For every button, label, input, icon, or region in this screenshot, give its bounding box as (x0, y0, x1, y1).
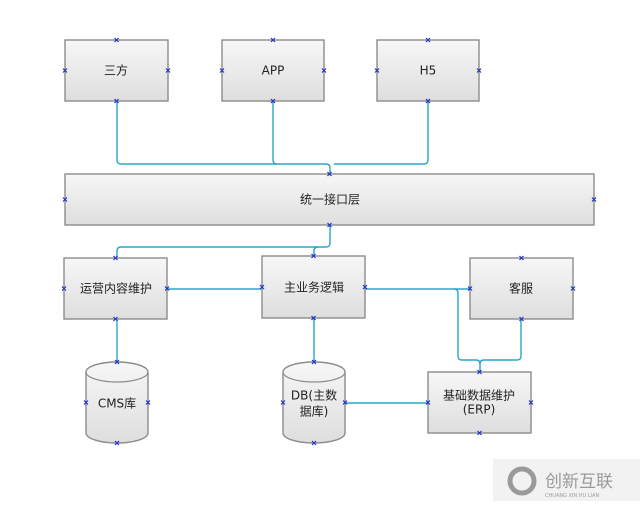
edge-app-gateway (272, 101, 278, 165)
node-erp[interactable]: 基础数据维护(ERP) (427, 371, 532, 434)
connection-point (311, 359, 317, 365)
connection-point (62, 68, 68, 73)
connection-point (311, 253, 316, 259)
connection-point (219, 68, 225, 73)
watermark-subtext: CHUANG XIN HU LIAN (545, 493, 599, 499)
node-ops-content[interactable]: 运营内容维护 (63, 257, 168, 320)
connection-point (164, 286, 170, 291)
connection-point (342, 400, 348, 405)
watermark: 创新互联 CHUANG XIN HU LIAN (493, 459, 640, 501)
connection-point (83, 400, 89, 405)
connection-point (61, 286, 67, 291)
node-main-logic[interactable]: 主业务逻辑 (261, 255, 366, 319)
watermark-text: 创新互联 (545, 472, 613, 492)
connection-point (259, 284, 265, 290)
node-cms-db[interactable]: CMS库 (85, 361, 149, 444)
connection-point (145, 400, 151, 405)
node-label: 统一接口层 (300, 192, 360, 207)
connection-point (113, 316, 118, 322)
node-label: 主业务逻辑 (284, 280, 344, 295)
connection-point (311, 315, 316, 321)
connection-point (477, 369, 482, 375)
node-label: H5 (420, 64, 437, 78)
node-customer-service[interactable]: 客服 (469, 257, 574, 320)
connection-point (362, 284, 368, 290)
edge-third-party-gateway (116, 101, 331, 174)
connection-point (113, 255, 118, 261)
node-third-party[interactable]: 三方 (64, 39, 169, 102)
connection-point (114, 440, 120, 446)
connection-point (570, 286, 576, 291)
node-label: 据库) (300, 404, 329, 419)
node-label: 三方 (104, 63, 128, 78)
connection-point (114, 37, 119, 43)
edge-cs-erp (479, 319, 522, 365)
connection-point (425, 98, 431, 104)
node-h5[interactable]: H5 (376, 39, 480, 102)
node-label: DB(主数 (291, 388, 337, 403)
connection-point (114, 359, 120, 365)
node-label: 运营内容维护 (80, 281, 152, 296)
edge-h5-gateway (334, 101, 429, 165)
edge-gateway-ops (116, 225, 331, 258)
node-app[interactable]: APP (221, 39, 325, 102)
connection-point (476, 68, 482, 73)
connection-point (425, 37, 431, 43)
node-label: (ERP) (463, 403, 496, 417)
connection-point (280, 400, 286, 405)
connection-points (61, 37, 597, 446)
connection-point (327, 222, 332, 228)
connection-point (270, 37, 276, 43)
node-label: CMS库 (98, 396, 136, 411)
connection-point (321, 68, 327, 73)
connection-point (374, 68, 380, 73)
node-label: APP (262, 64, 285, 78)
node-label: 基础数据维护 (443, 388, 515, 403)
connection-point (425, 400, 431, 405)
connection-point (165, 68, 171, 73)
node-gateway[interactable]: 统一接口层 (64, 173, 595, 226)
node-label: 客服 (509, 281, 533, 296)
logo-icon (507, 466, 537, 496)
connection-point (270, 98, 276, 104)
connection-point (311, 440, 317, 446)
connection-point (528, 400, 534, 405)
connection-point (519, 316, 524, 322)
edge-gateway-main (313, 246, 319, 256)
connection-point (327, 171, 332, 177)
connection-point (62, 197, 68, 202)
edge-main-erp (453, 288, 481, 372)
connection-point (519, 255, 524, 261)
connection-point (477, 430, 482, 436)
connection-point (114, 98, 119, 104)
edges (116, 101, 522, 404)
connection-point (467, 286, 473, 291)
connection-point (591, 197, 597, 202)
